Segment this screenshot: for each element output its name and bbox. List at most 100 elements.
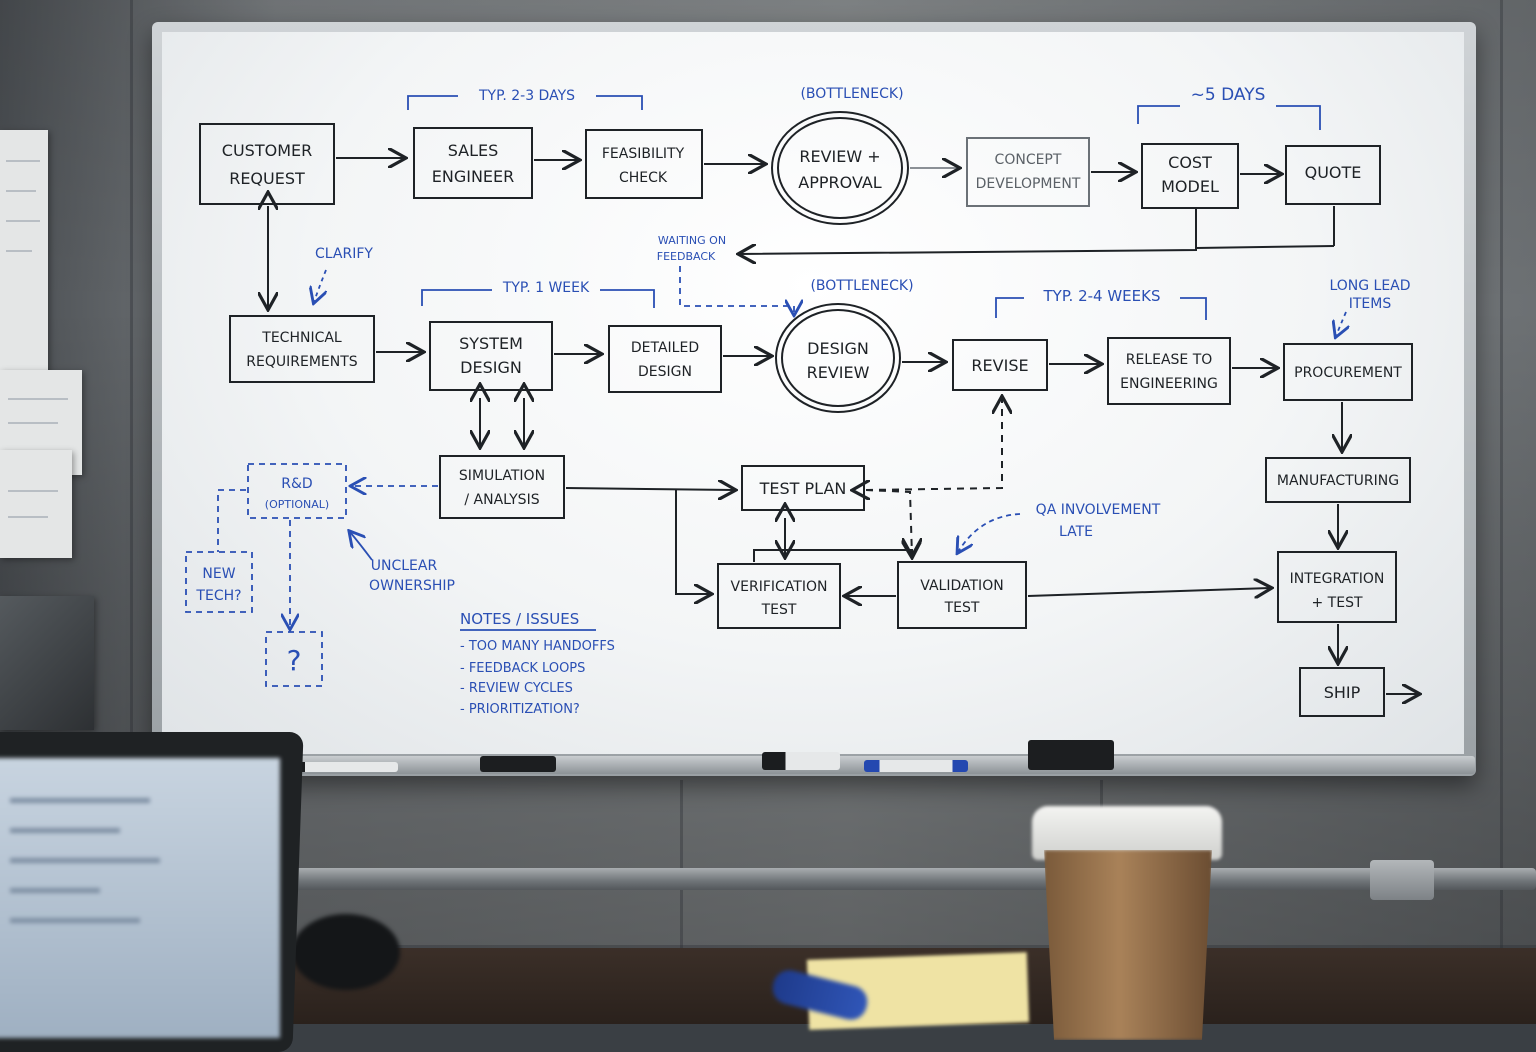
circle-design-review xyxy=(775,303,901,413)
label-concept-development-1: CONCEPT xyxy=(995,152,1062,168)
label-sales-engineer-2: ENGINEER xyxy=(432,167,515,186)
circle-review-approval-outer xyxy=(777,117,903,219)
box-revise xyxy=(952,339,1048,391)
note-waiting-feedback-1: WAITING ON xyxy=(658,234,726,247)
box-system-design xyxy=(429,321,553,391)
bracket-2-3-days xyxy=(596,95,643,110)
box-validation-test xyxy=(897,561,1027,629)
dashed-arrow xyxy=(865,489,912,556)
label-new-tech-1: NEW xyxy=(202,566,235,582)
feedback-line xyxy=(1195,245,1335,249)
box-technical-requirements xyxy=(229,315,375,383)
arrow xyxy=(675,490,710,594)
label-detailed-design-2: DESIGN xyxy=(638,364,692,380)
label-design-review-2: REVIEW xyxy=(807,363,870,382)
coffee-cup xyxy=(1044,850,1212,1040)
arrow xyxy=(753,550,912,562)
label-validation-test-1: VALIDATION xyxy=(920,578,1003,594)
label-review-approval-2: APPROVAL xyxy=(798,173,882,192)
label-integration-test-2: + TEST xyxy=(1311,595,1362,611)
label-integration-test-1: INTEGRATION xyxy=(1290,571,1385,587)
label-system-design-2: DESIGN xyxy=(460,358,522,377)
bracket-1-week xyxy=(421,289,492,306)
label-feasibility-check-1: FEASIBILITY xyxy=(602,146,685,162)
label-detailed-design-1: DETAILED xyxy=(631,340,699,356)
note-waiting-feedback-2: FEEDBACK xyxy=(657,250,716,263)
bracket-2-4-weeks xyxy=(1180,297,1207,320)
label-quote: QUOTE xyxy=(1305,163,1362,182)
box-integration-test xyxy=(1277,551,1397,623)
computer-mouse xyxy=(292,914,400,990)
wall-pipe xyxy=(270,868,1536,890)
label-release-to-engineering-2: ENGINEERING xyxy=(1120,376,1218,392)
label-review-approval-1: REVIEW + xyxy=(799,147,880,166)
label-revise: REVISE xyxy=(971,356,1028,375)
arrow xyxy=(565,488,734,490)
label-new-tech-2: TECH? xyxy=(195,588,241,604)
dashed-line xyxy=(217,489,246,552)
pinned-paper xyxy=(0,130,48,380)
note-typ-1-week: TYP. 1 WEEK xyxy=(502,280,590,296)
note-clarify: CLARIFY xyxy=(315,246,373,262)
box-cost-model xyxy=(1141,143,1239,209)
pinned-photo xyxy=(0,596,94,730)
bracket-5-days xyxy=(1276,105,1321,130)
label-concept-development-2: DEVELOPMENT xyxy=(976,176,1081,192)
note-typ-2-4-weeks: TYP. 2-4 WEEKS xyxy=(1043,287,1161,305)
box-quote xyxy=(1285,145,1381,205)
wall-seam xyxy=(680,780,683,950)
notes-item-1: - TOO MANY HANDOFFS xyxy=(460,639,615,654)
label-cost-model-2: MODEL xyxy=(1161,177,1219,196)
dashed-arrow xyxy=(866,398,1002,490)
note-unclear-2: OWNERSHIP xyxy=(369,578,455,594)
eraser xyxy=(1028,740,1114,770)
bracket-5-days xyxy=(1137,105,1180,124)
notes-item-2: - FEEDBACK LOOPS xyxy=(460,661,585,676)
box-detailed-design xyxy=(608,325,722,393)
box-feasibility-check xyxy=(585,129,703,199)
box-release-to-engineering xyxy=(1107,337,1231,405)
label-simulation-analysis-1: SIMULATION xyxy=(459,468,545,484)
label-feasibility-check-2: CHECK xyxy=(619,170,668,186)
whiteboard: CUSTOMER REQUEST SALES ENGINEER FEASIBIL… xyxy=(162,32,1464,754)
clarify-arrow xyxy=(314,269,326,302)
box-procurement xyxy=(1283,343,1413,401)
note-bottleneck-2: (BOTTLENECK) xyxy=(810,278,913,294)
laptop-screen xyxy=(0,758,280,1038)
box-new-tech xyxy=(185,551,253,613)
long-lead-arrow xyxy=(1336,311,1346,336)
box-concept-development xyxy=(966,137,1090,207)
label-question: ? xyxy=(287,644,302,677)
note-qa-2: LATE xyxy=(1059,524,1093,540)
box-rnd-optional xyxy=(247,463,347,519)
box-sales-engineer xyxy=(413,127,533,199)
label-release-to-engineering-1: RELEASE TO xyxy=(1126,352,1213,368)
note-qa-1: QA INVOLVEMENT xyxy=(1036,502,1161,518)
label-manufacturing: MANUFACTURING xyxy=(1277,473,1399,489)
notes-title: NOTES / ISSUES xyxy=(460,610,579,628)
black-marker xyxy=(762,752,840,770)
unclear-ownership-arrow xyxy=(350,532,373,561)
notes-item-4: - PRIORITIZATION? xyxy=(460,702,580,717)
pinned-paper xyxy=(0,450,72,558)
bracket-2-3-days xyxy=(407,95,458,110)
note-five-days: ~5 DAYS xyxy=(1191,85,1266,105)
note-long-lead-1: LONG LEAD xyxy=(1329,278,1410,294)
eraser xyxy=(480,756,556,772)
wall-seam xyxy=(0,945,1536,948)
label-design-review-1: DESIGN xyxy=(807,339,869,358)
label-cost-model-1: COST xyxy=(1168,153,1212,172)
wall-seam xyxy=(1500,0,1503,1024)
label-rnd-2: (OPTIONAL) xyxy=(265,498,329,511)
black-marker xyxy=(282,762,398,772)
label-verification-test-1: VERIFICATION xyxy=(731,579,828,595)
label-sales-engineer-1: SALES xyxy=(448,141,499,160)
circle-design-review-outer xyxy=(781,309,895,407)
box-ship xyxy=(1299,667,1385,717)
note-bottleneck-1: (BOTTLENECK) xyxy=(800,86,903,102)
circle-review-approval xyxy=(771,111,909,225)
qa-late-arrow xyxy=(958,513,1021,552)
box-verification-test xyxy=(717,563,841,629)
waiting-feedback-dashed xyxy=(679,266,794,314)
box-question xyxy=(265,631,323,687)
